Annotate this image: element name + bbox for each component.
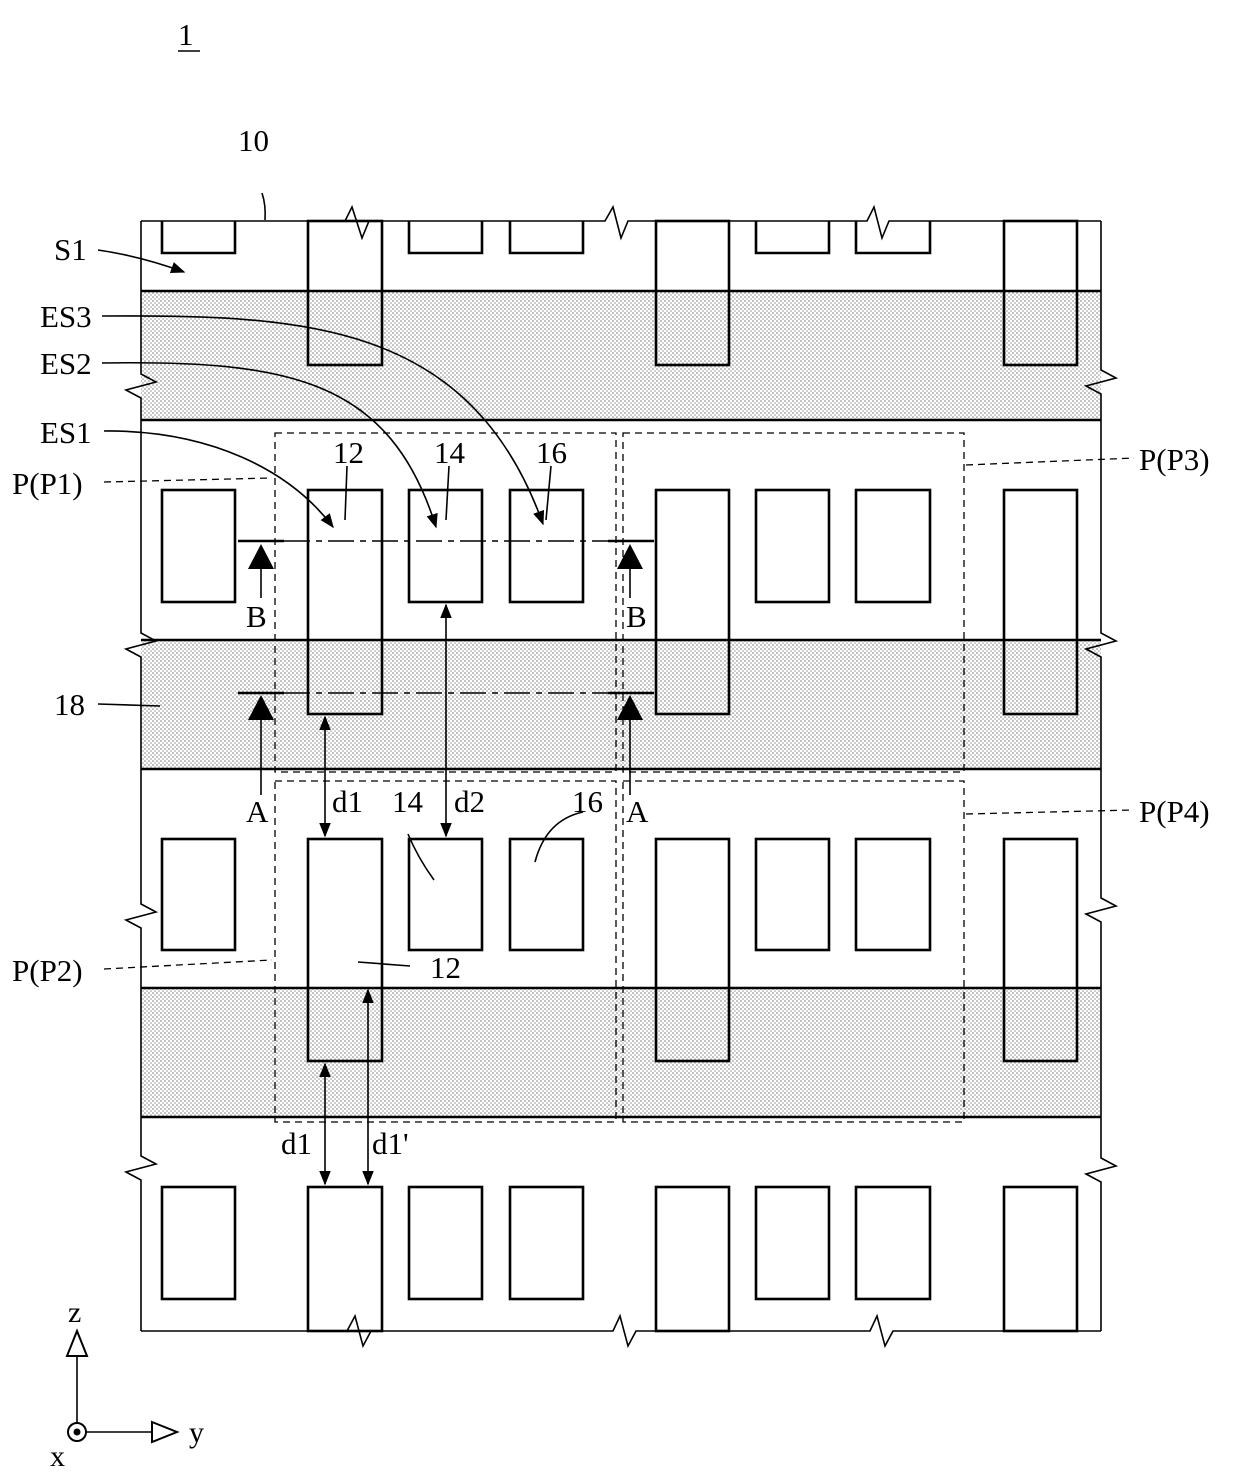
label-p-p1: P(P1) (12, 466, 83, 501)
label-16-mid: 16 (572, 784, 603, 819)
label-d1-top: d1 (332, 784, 363, 819)
axis-indicator (67, 1331, 177, 1442)
row4-cells (162, 1187, 930, 1299)
label-section-a-right: A (626, 794, 649, 829)
row3-cells (162, 839, 930, 950)
label-substrate: 10 (238, 123, 269, 158)
isolation-bands (141, 291, 1101, 1117)
label-12-top: 12 (333, 435, 364, 470)
label-s1: S1 (54, 232, 87, 267)
gate-col1-bottom (308, 1187, 382, 1331)
label-section-a-left: A (246, 794, 269, 829)
label-p-p4: P(P4) (1139, 794, 1210, 829)
gate-col3-bottom (1004, 1187, 1077, 1331)
label-p-p2: P(P2) (12, 953, 83, 988)
label-d1-prime: d1' (372, 1126, 409, 1161)
axis-label-x: x (50, 1440, 65, 1473)
label-p-p3: P(P3) (1139, 442, 1210, 477)
label-es2: ES2 (40, 346, 92, 381)
axis-label-z: z (68, 1296, 81, 1329)
label-12-mid: 12 (430, 950, 461, 985)
isolation-band-2 (141, 640, 1101, 769)
label-d1-bottom: d1 (281, 1126, 312, 1161)
label-d2: d2 (454, 784, 485, 819)
label-es3: ES3 (40, 299, 92, 334)
isolation-band-1 (141, 291, 1101, 420)
label-14-mid: 14 (392, 784, 424, 819)
label-14-top: 14 (434, 435, 466, 470)
top-row-cells (162, 221, 930, 253)
label-isolation: 18 (54, 687, 85, 722)
axis-label-y: y (189, 1416, 204, 1449)
label-es1: ES1 (40, 415, 92, 450)
label-section-b-right: B (626, 599, 647, 634)
isolation-band-3 (141, 988, 1101, 1117)
label-section-b-left: B (246, 599, 267, 634)
figure-number: 1 (178, 17, 194, 52)
label-16-top: 16 (536, 435, 567, 470)
row2-cells (162, 490, 930, 602)
gate-col2-bottom (656, 1187, 729, 1331)
